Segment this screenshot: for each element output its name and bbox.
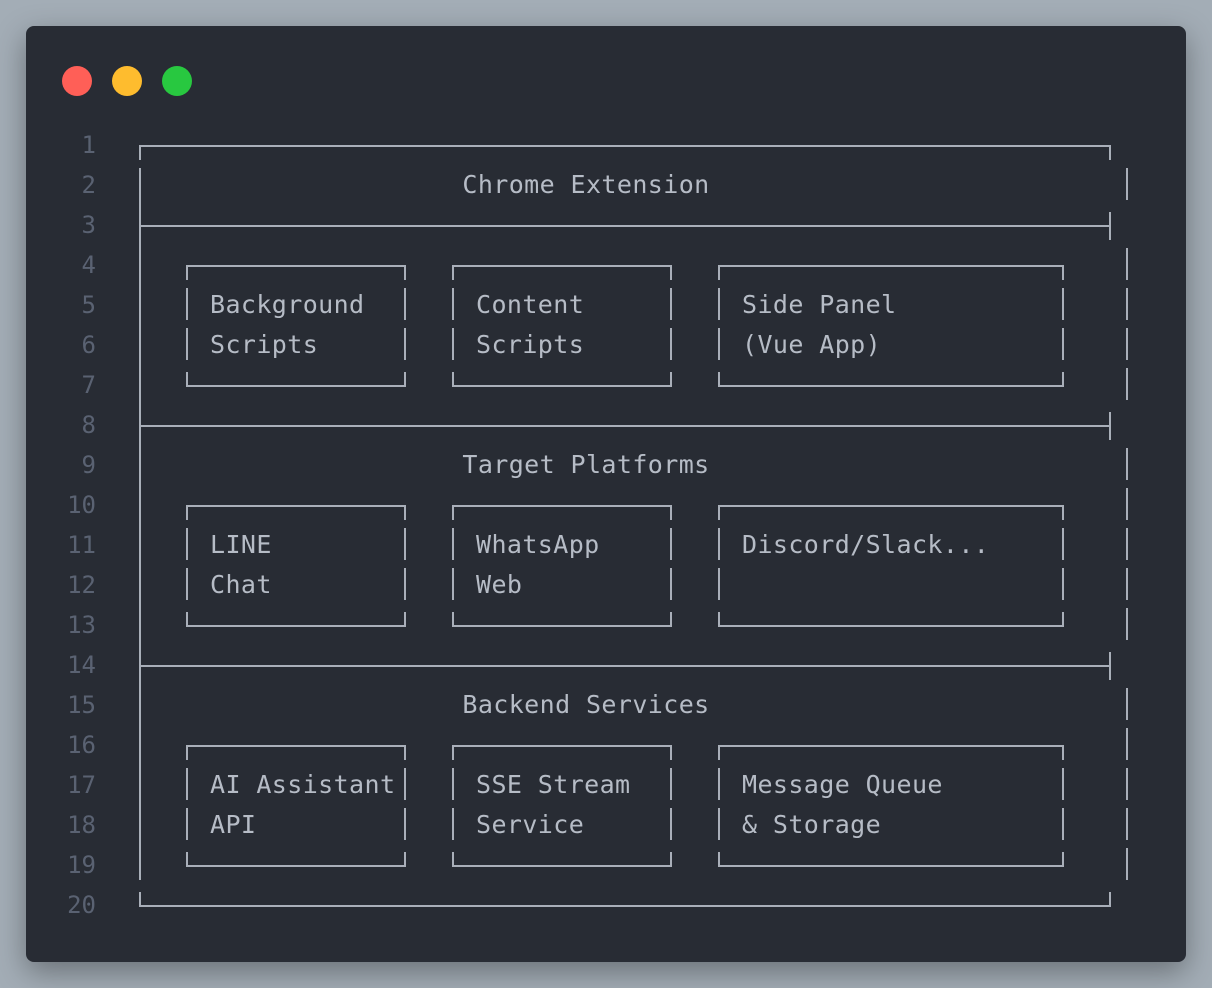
section-divider bbox=[139, 412, 1111, 440]
section-title-backend-services: Backend Services bbox=[462, 690, 710, 719]
section-divider bbox=[139, 652, 1111, 680]
line-number: 16 bbox=[67, 731, 96, 759]
line-number-gutter: 1 2 3 4 5 6 7 8 9 10 11 12 13 14 15 16 1… bbox=[26, 0, 96, 988]
box-label: Background bbox=[210, 290, 365, 319]
line-number: 14 bbox=[67, 651, 96, 679]
box-label: API bbox=[210, 810, 257, 839]
box-label: AI Assistant bbox=[210, 770, 396, 799]
box-label: Web bbox=[476, 570, 523, 599]
box-label: Scripts bbox=[210, 330, 319, 359]
close-button[interactable] bbox=[62, 66, 92, 96]
box-label: Service bbox=[476, 810, 585, 839]
component-box bbox=[452, 505, 672, 627]
line-number: 3 bbox=[81, 211, 96, 239]
line-number: 4 bbox=[81, 251, 96, 279]
component-box bbox=[186, 265, 406, 387]
component-box bbox=[186, 505, 406, 627]
maximize-button[interactable] bbox=[162, 66, 192, 96]
component-box bbox=[718, 265, 1064, 387]
box-label: WhatsApp bbox=[476, 530, 600, 559]
box-label: (Vue App) bbox=[742, 330, 882, 359]
box-label: SSE Stream bbox=[476, 770, 631, 799]
box-label: LINE bbox=[210, 530, 272, 559]
component-box bbox=[452, 265, 672, 387]
component-box bbox=[452, 745, 672, 867]
section-divider bbox=[139, 212, 1111, 240]
line-number: 20 bbox=[67, 891, 96, 919]
component-box bbox=[718, 745, 1064, 867]
line-number: 7 bbox=[81, 371, 96, 399]
line-number: 8 bbox=[81, 411, 96, 439]
line-number: 12 bbox=[67, 571, 96, 599]
line-number: 11 bbox=[67, 531, 96, 559]
box-label: Content bbox=[476, 290, 585, 319]
line-number: 13 bbox=[67, 611, 96, 639]
line-number: 1 bbox=[81, 131, 96, 159]
section-title-target-platforms: Target Platforms bbox=[462, 450, 710, 479]
box-label: Side Panel bbox=[742, 290, 897, 319]
outer-frame-bottom bbox=[139, 892, 1111, 907]
line-number: 19 bbox=[67, 851, 96, 879]
line-number: 6 bbox=[81, 331, 96, 359]
line-number: 18 bbox=[67, 811, 96, 839]
box-label: Message Queue bbox=[742, 770, 943, 799]
line-number: 9 bbox=[81, 451, 96, 479]
line-number: 5 bbox=[81, 291, 96, 319]
section-title-chrome-extension: Chrome Extension bbox=[462, 170, 710, 199]
component-box bbox=[718, 505, 1064, 627]
box-label: Chat bbox=[210, 570, 272, 599]
box-label: Discord/Slack... bbox=[742, 530, 990, 559]
minimize-button[interactable] bbox=[112, 66, 142, 96]
line-number: 2 bbox=[81, 171, 96, 199]
line-number: 17 bbox=[67, 771, 96, 799]
outer-frame-top bbox=[139, 145, 1111, 160]
line-number: 10 bbox=[67, 491, 96, 519]
box-label: Scripts bbox=[476, 330, 585, 359]
box-label: & Storage bbox=[742, 810, 882, 839]
component-box bbox=[186, 745, 406, 867]
code-window bbox=[26, 26, 1186, 962]
line-number: 15 bbox=[67, 691, 96, 719]
